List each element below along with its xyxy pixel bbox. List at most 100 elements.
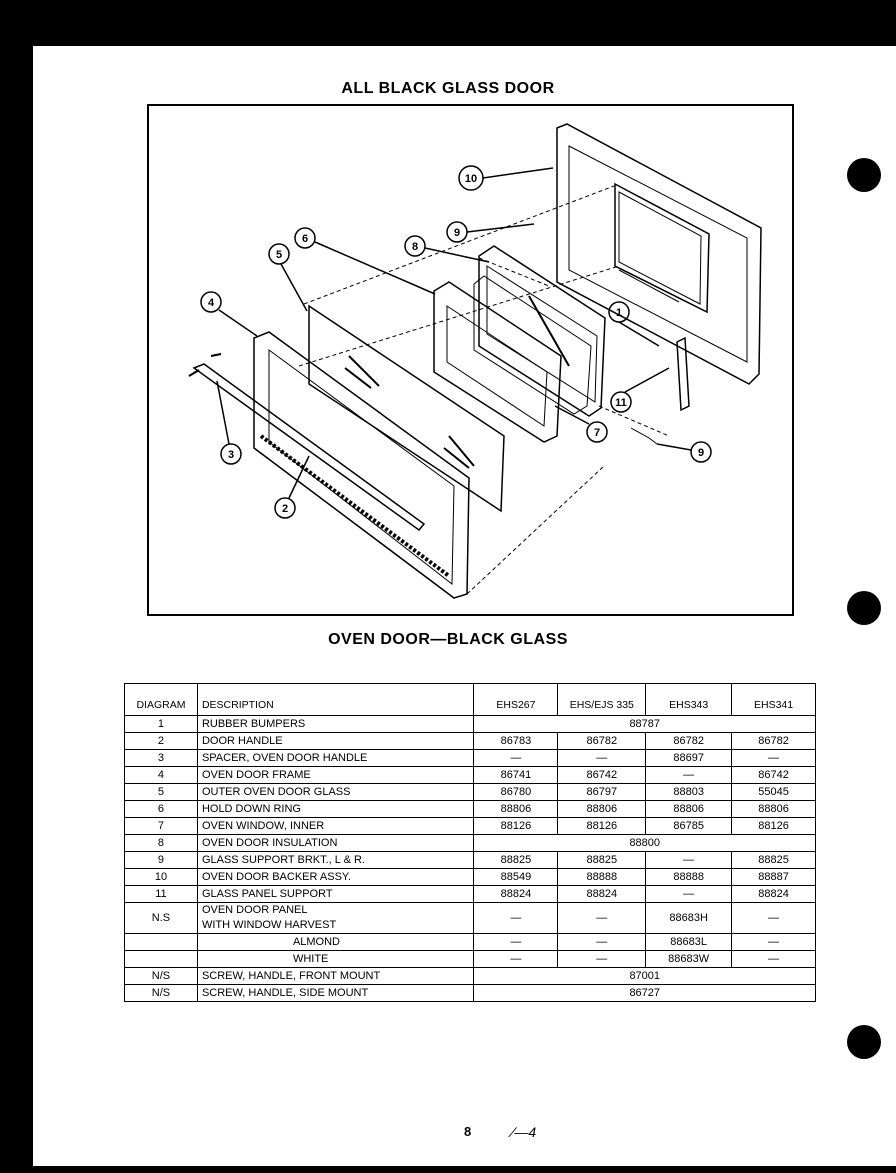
description-cell: OVEN DOOR INSULATION <box>196 834 475 852</box>
part-number-cell: 88824 <box>473 885 559 903</box>
exploded-diagram: 1 2 3 4 5 6 7 8 9 10 11 9 <box>147 104 794 616</box>
part-number-cell: — <box>645 885 733 903</box>
part-number-cell: — <box>731 902 816 934</box>
part-number-cell: 88806 <box>557 800 647 818</box>
col-header-model: EHS267 <box>473 683 559 716</box>
callout-3: 3 <box>228 449 234 461</box>
callout-2: 2 <box>282 503 288 515</box>
part-number-cell: — <box>645 851 733 869</box>
part-number-cell: — <box>473 933 559 951</box>
part-number-cell: — <box>557 749 647 767</box>
callout-10: 10 <box>465 173 477 185</box>
description-cell: OVEN WINDOW, INNER <box>196 817 475 835</box>
description-cell: OVEN DOOR FRAME <box>196 766 475 784</box>
description-text: OVEN DOOR PANEL <box>201 904 308 916</box>
diagram-number-cell: 2 <box>124 732 198 750</box>
part-number-cell: 86780 <box>473 783 559 801</box>
diagram-number-cell: N/S <box>124 967 198 985</box>
description-cell: SCREW, HANDLE, SIDE MOUNT <box>196 984 475 1002</box>
description-text: HOLD DOWN RING <box>201 803 301 815</box>
part-number-cell: — <box>473 749 559 767</box>
table-row: ALMOND——88683L— <box>124 933 816 951</box>
punch-hole <box>847 158 881 192</box>
description-text: OVEN DOOR INSULATION <box>201 837 338 849</box>
description-text: WITH WINDOW HARVEST <box>201 919 337 931</box>
part-number-cell: 88825 <box>473 851 559 869</box>
description-cell: OUTER OVEN DOOR GLASS <box>196 783 475 801</box>
col-header-model: EHS341 <box>731 683 816 716</box>
description-text: OVEN WINDOW, INNER <box>201 820 325 832</box>
callout-6: 6 <box>302 233 308 245</box>
part-number-cell: 88800 <box>473 834 816 852</box>
backer-assembly <box>556 123 762 385</box>
callout-1: 1 <box>616 307 622 319</box>
description-cell: RUBBER BUMPERS <box>196 715 475 733</box>
description-cell: OVEN DOOR BACKER ASSY. <box>196 868 475 886</box>
diagram-number-cell: 10 <box>124 868 198 886</box>
description-text: WHITE <box>292 953 329 965</box>
part-number-cell: 88825 <box>557 851 647 869</box>
part-number-cell: 88888 <box>645 868 733 886</box>
description-text: SCREW, HANDLE, SIDE MOUNT <box>201 987 369 999</box>
diagram-number-cell: 5 <box>124 783 198 801</box>
part-number-cell: — <box>731 950 816 968</box>
part-number-cell: — <box>557 950 647 968</box>
page-number: 8 <box>464 1124 472 1139</box>
description-text: OVEN DOOR BACKER ASSY. <box>201 871 351 883</box>
part-number-cell: 88887 <box>731 868 816 886</box>
insulation-pad <box>478 245 606 417</box>
part-number-cell: 86785 <box>645 817 733 835</box>
diagram-number-cell <box>124 933 198 951</box>
callout-11: 11 <box>615 397 627 409</box>
diagram-number-cell <box>124 950 198 968</box>
col-header-description: DESCRIPTION <box>196 683 475 716</box>
description-text: DOOR HANDLE <box>201 735 283 747</box>
page-title: ALL BLACK GLASS DOOR <box>341 80 555 97</box>
description-cell: OVEN DOOR PANEL WITH WINDOW HARVEST <box>196 902 475 934</box>
part-number-cell: 88888 <box>557 868 647 886</box>
callout-5: 5 <box>276 249 282 261</box>
diagram-number-cell: 3 <box>124 749 198 767</box>
description-text: ALMOND <box>292 936 340 948</box>
glass-panel-support <box>676 336 690 412</box>
diagram-number-cell: 1 <box>124 715 198 733</box>
col-header-diagram: DIAGRAM <box>124 683 198 716</box>
part-number-cell: 86741 <box>473 766 559 784</box>
part-number-cell: 86783 <box>473 732 559 750</box>
diagram-number-cell: N/S <box>124 984 198 1002</box>
part-number-cell: 88683L <box>645 933 733 951</box>
part-number-cell: 87001 <box>473 967 816 985</box>
part-number-cell: 88806 <box>645 800 733 818</box>
description-text: SPACER, OVEN DOOR HANDLE <box>201 752 368 764</box>
description-cell: WHITE <box>196 950 475 968</box>
parts-table: DIAGRAM DESCRIPTION EHS267 EHS/EJS 335 E… <box>124 683 816 1002</box>
callout-9: 9 <box>454 227 460 239</box>
col-header-model: EHS343 <box>645 683 733 716</box>
part-number-cell: 88549 <box>473 868 559 886</box>
part-number-cell: — <box>557 933 647 951</box>
part-number-cell: 86742 <box>557 766 647 784</box>
description-cell: SCREW, HANDLE, FRONT MOUNT <box>196 967 475 985</box>
part-number-cell: 88806 <box>473 800 559 818</box>
part-number-cell: — <box>557 902 647 934</box>
part-number-cell: 88825 <box>731 851 816 869</box>
part-number-cell: — <box>473 950 559 968</box>
callout-7: 7 <box>594 427 600 439</box>
punch-hole <box>847 1025 881 1059</box>
diagram-number-cell: 4 <box>124 766 198 784</box>
description-text: RUBBER BUMPERS <box>201 718 306 730</box>
part-number-cell: — <box>645 766 733 784</box>
exploded-view-drawing: 1 2 3 4 5 6 7 8 9 10 11 9 <box>188 123 762 599</box>
part-number-cell: 86782 <box>557 732 647 750</box>
part-number-cell: 88683H <box>645 902 733 934</box>
